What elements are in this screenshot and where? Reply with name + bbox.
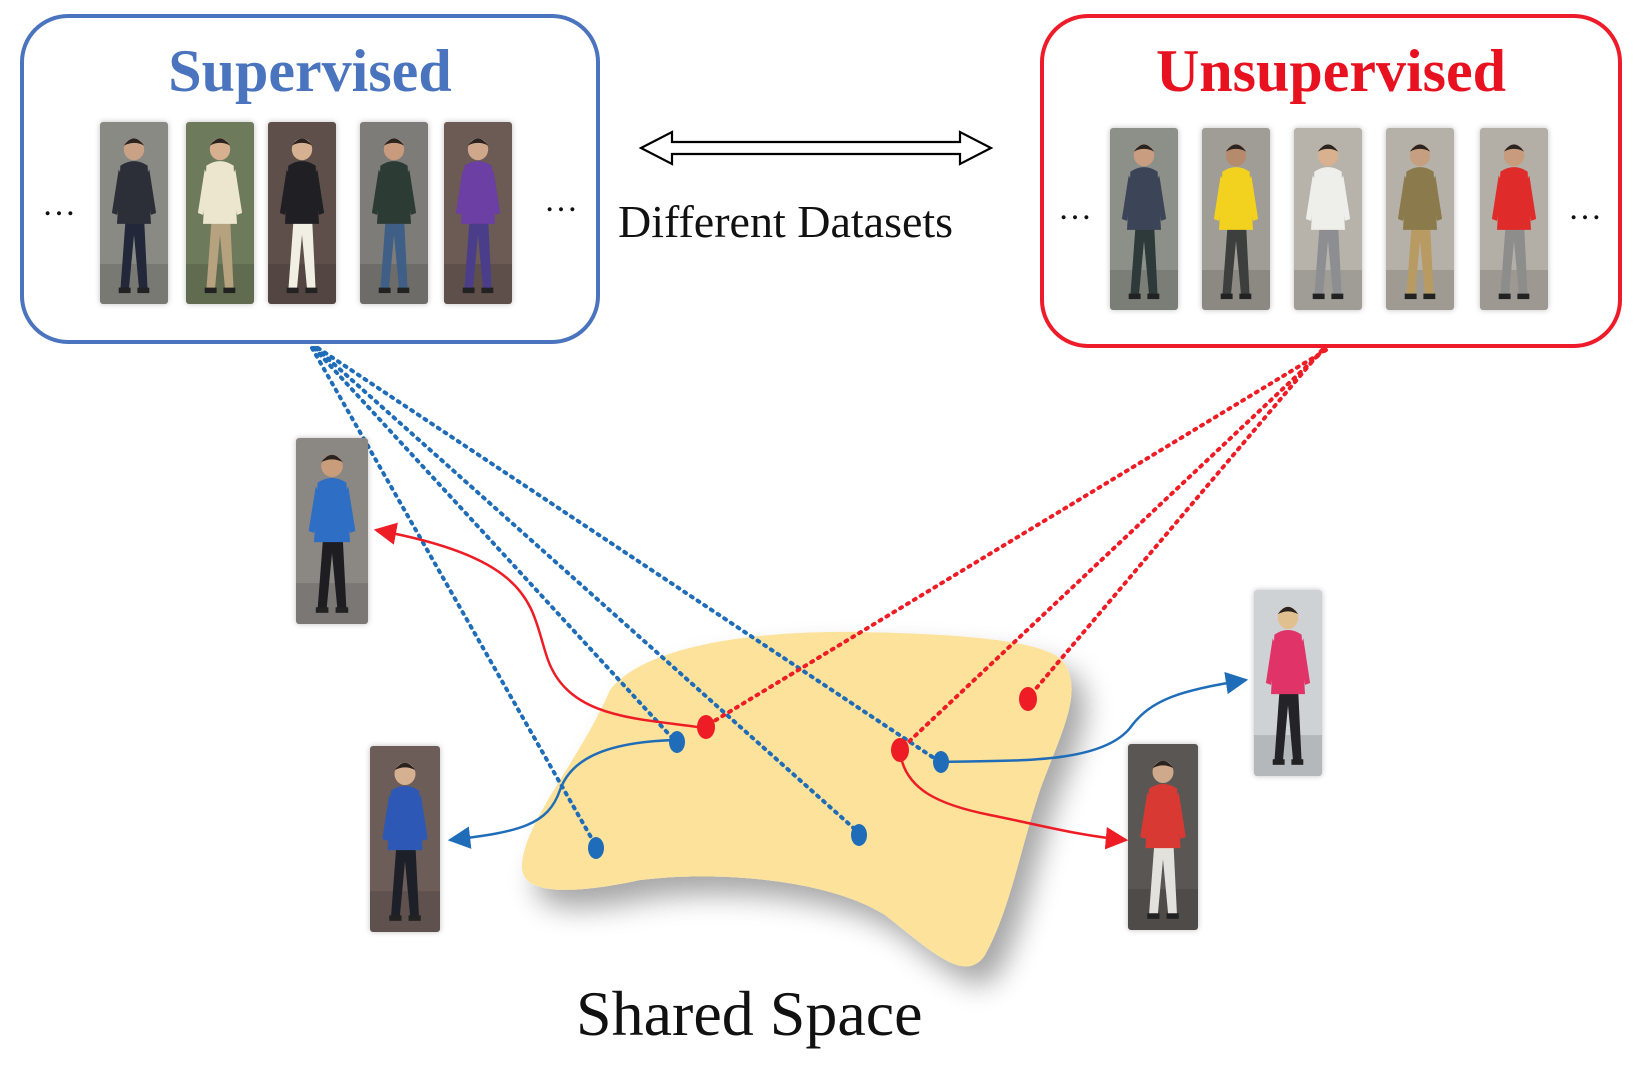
ellipsis-left: …	[42, 186, 76, 223]
ellipsis-left: …	[1058, 190, 1092, 227]
pedestrian-blue-hoodie-icon	[370, 746, 440, 932]
unsupervised-image-4	[1386, 128, 1454, 310]
pedestrian-red-backpack-icon	[360, 122, 428, 304]
supervised-dataset-box: Supervised … …	[20, 14, 600, 344]
pedestrian-pink-jacket-image	[1254, 590, 1322, 776]
supervised-image-5	[444, 122, 512, 304]
pedestrian-blue-shirt-icon	[296, 438, 368, 624]
different-datasets-label: Different Datasets	[618, 196, 954, 247]
pedestrian-yellow-shirt-icon	[1202, 128, 1270, 310]
unsupervised-image-5	[1480, 128, 1548, 310]
blue-point	[588, 837, 604, 859]
unsupervised-dataset-box: Unsupervised … …	[1040, 14, 1622, 348]
red-point	[697, 715, 715, 739]
unsupervised-title: Unsupervised	[1155, 38, 1507, 104]
blue-point	[933, 751, 949, 773]
pedestrian-dark-blazer-icon	[268, 122, 336, 304]
pedestrian-cyclist-icon	[1110, 128, 1178, 310]
blue-point	[669, 731, 685, 753]
ellipsis-right: …	[1568, 190, 1602, 227]
embedding-points	[588, 687, 1037, 859]
pedestrian-blue-shirt-image	[296, 438, 368, 624]
blue-arrow-to-right-image	[941, 671, 1249, 764]
supervised-image-2	[186, 122, 254, 304]
pedestrian-red-top-image	[1128, 744, 1198, 930]
unsupervised-image-3	[1294, 128, 1362, 310]
pedestrian-purple-backpack-icon	[444, 122, 512, 304]
pedestrian-white-top-icon	[1294, 128, 1362, 310]
pedestrian-dark-jacket-icon	[100, 122, 168, 304]
supervised-image-4	[360, 122, 428, 304]
red-point	[891, 738, 909, 762]
blue-arrow-to-left-image	[447, 738, 677, 849]
pedestrian-green-backpack-icon	[1386, 128, 1454, 310]
pedestrian-pink-jacket-icon	[1254, 590, 1322, 776]
pedestrian-cream-coat-icon	[186, 122, 254, 304]
pedestrian-red-shirt-icon	[1480, 128, 1548, 310]
double-arrow-icon	[638, 130, 994, 166]
unsupervised-image-1	[1110, 128, 1178, 310]
pedestrian-blue-hoodie-image	[370, 746, 440, 932]
red-arrow-to-left-image	[373, 522, 705, 730]
supervised-image-1	[100, 122, 168, 304]
unsupervised-image-2	[1202, 128, 1270, 310]
supervised-image-3	[268, 122, 336, 304]
red-arrow-to-right-image	[898, 751, 1129, 850]
pedestrian-red-top-icon	[1128, 744, 1198, 930]
blue-point	[851, 824, 867, 846]
shared-space-label: Shared Space	[576, 978, 923, 1049]
shared-space-region	[521, 631, 1072, 967]
red-point	[1019, 687, 1037, 711]
ellipsis-right: …	[544, 182, 578, 219]
unsupervised-projection-lines	[704, 348, 1328, 752]
supervised-title: Supervised	[168, 38, 452, 104]
